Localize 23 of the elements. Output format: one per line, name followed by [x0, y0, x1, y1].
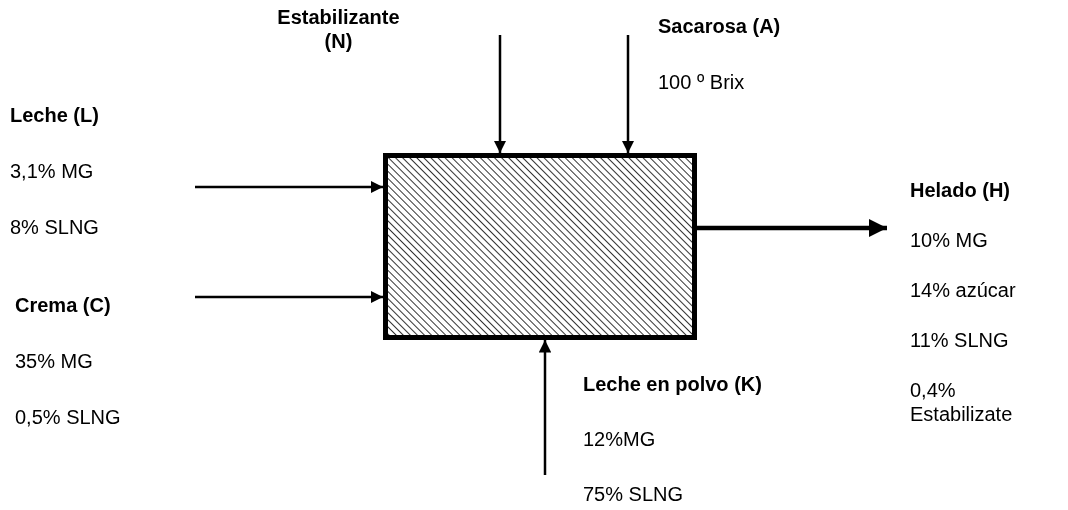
- stream-name: Crema (C): [15, 293, 111, 317]
- composition-value: 10% MG: [910, 228, 988, 252]
- arrow: [697, 219, 887, 237]
- composition-value: 12%MG: [583, 427, 656, 451]
- composition-value: 35% MG: [15, 349, 93, 373]
- composition-value: 0,4% Estabilizate: [910, 378, 1014, 426]
- arrow: [195, 290, 383, 304]
- composition-value: 0,5% SLNG: [15, 405, 121, 429]
- arrow: [538, 340, 552, 475]
- stream-name: Leche (L): [10, 103, 99, 127]
- stream-name: Leche en polvo (K): [583, 372, 762, 396]
- composition-value: 14% azúcar: [910, 278, 1016, 302]
- composition-value: 100 º Brix: [658, 70, 745, 94]
- arrow: [195, 180, 383, 194]
- composition-value: 11% SLNG: [910, 328, 1009, 352]
- composition-value: 75% SLNG: [583, 482, 684, 506]
- arrow: [621, 35, 635, 153]
- stream-name: Helado (H): [910, 178, 1010, 202]
- stream-name: Sacarosa (A): [658, 14, 781, 38]
- composition-value: 8% SLNG: [10, 215, 99, 239]
- stream-name: Estabilizante (N): [276, 5, 401, 53]
- arrow: [493, 35, 507, 153]
- composition-value: 3,1% MG: [10, 159, 94, 183]
